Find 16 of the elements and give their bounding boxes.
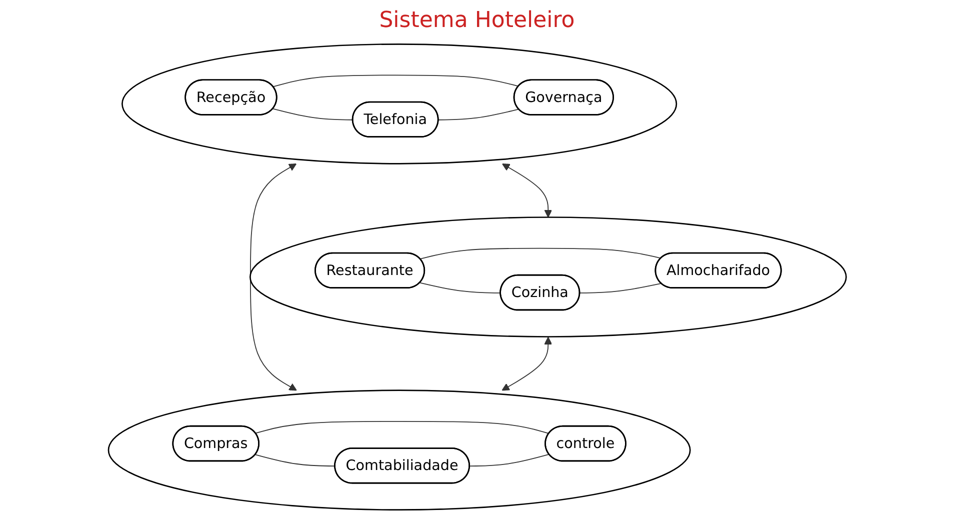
arrow <box>502 163 552 218</box>
cluster <box>122 43 678 164</box>
connector <box>272 74 520 88</box>
connector <box>420 248 662 260</box>
connector <box>580 283 662 294</box>
diagram-title: Sistema Hoteleiro <box>378 8 576 33</box>
connector <box>272 108 354 120</box>
arrow <box>250 163 297 391</box>
connector <box>420 282 502 294</box>
arrow <box>502 336 552 391</box>
connector <box>255 454 336 467</box>
connector <box>469 454 550 467</box>
connector <box>438 108 520 120</box>
cluster <box>108 390 691 511</box>
cluster <box>250 216 847 338</box>
connector <box>255 420 550 434</box>
